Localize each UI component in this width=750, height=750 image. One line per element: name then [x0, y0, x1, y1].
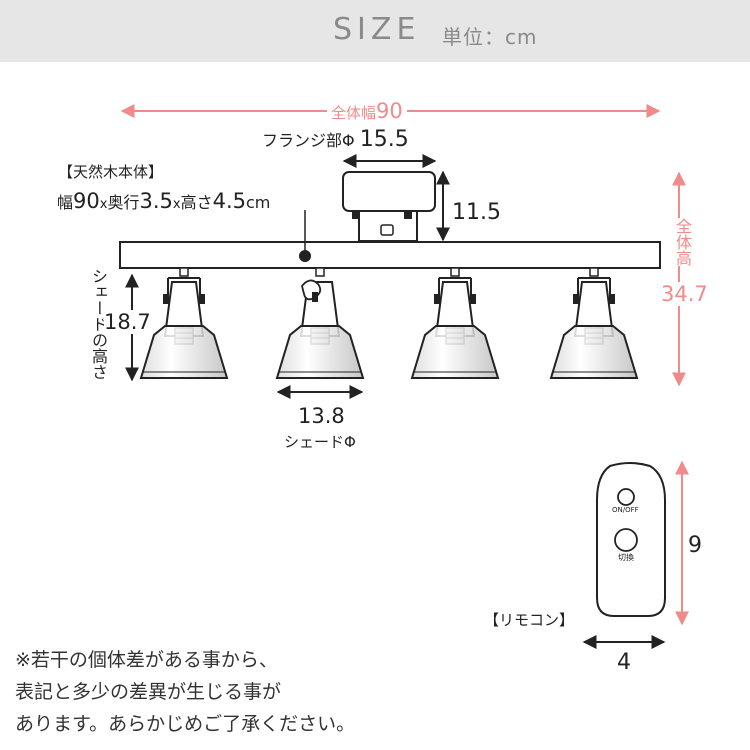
body-spec-title: 【天然木本体】: [58, 163, 164, 181]
remote-power-button: [617, 488, 635, 506]
lamp-1: [140, 267, 228, 379]
flange-height-value: 11.5: [452, 200, 501, 225]
lamp-3: [411, 267, 499, 379]
total-height-label: 全体高: [670, 218, 694, 266]
shade-height-value: 18.7: [104, 310, 151, 334]
remote-width-value: 4: [617, 650, 631, 675]
total-width-label: 全体幅90: [327, 99, 407, 123]
lamp-4: [550, 267, 638, 379]
shade-height-label: シェードの高さ: [89, 268, 108, 380]
lamp-2: [275, 267, 365, 379]
remote-height-value: 9: [688, 533, 702, 558]
ceiling-flange: [342, 171, 436, 212]
remote-label: 【リモコン】: [484, 611, 575, 629]
remote-button2-label: 切換: [618, 553, 634, 562]
note-line-2: 表記と多少の差異が生じる事が: [15, 681, 282, 703]
flange-diameter-label: フランジ部Φ 15.5: [262, 127, 409, 152]
unit-label: 単位：cm: [442, 25, 538, 49]
body-spec-dimensions: 幅90x奥行3.5x高さ4.5cm: [57, 189, 271, 213]
note-line-1: ※若干の個体差がある事から、: [15, 649, 278, 671]
shade-diameter-label: シェードΦ: [284, 433, 356, 451]
remote-switch-button: [614, 528, 638, 552]
remote-button1-label: ON/OFF: [612, 506, 639, 514]
body-spec-pointer-dot: [299, 250, 311, 262]
wooden-body-bar: [119, 241, 661, 269]
total-height-value: 34.7: [661, 282, 708, 306]
page-title: SIZE: [333, 12, 421, 47]
shade-diameter-value: 13.8: [298, 404, 345, 428]
note-line-3: あります。あらかじめご了承ください。: [15, 713, 356, 735]
header-bar: SIZE 単位：cm: [0, 0, 750, 62]
